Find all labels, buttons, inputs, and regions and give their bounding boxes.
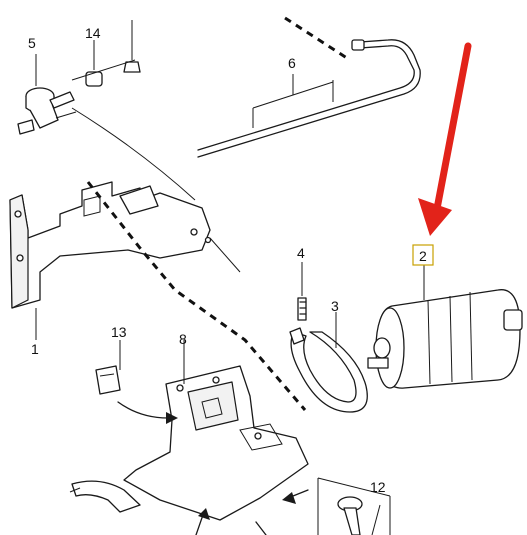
label-8: 8 — [179, 331, 187, 347]
label-6: 6 — [288, 55, 296, 71]
label-12: 12 — [370, 479, 386, 495]
hose-clip-parts — [71, 20, 141, 87]
clip-part-13 — [95, 340, 121, 395]
highlight-arrow — [418, 42, 472, 236]
label-3: 3 — [331, 298, 339, 314]
label-1: 1 — [31, 341, 39, 357]
bracket-part-1 — [9, 181, 307, 411]
label-2: 2 — [419, 248, 427, 264]
fuel-filter-part-2 — [367, 264, 523, 389]
label-2-box — [412, 244, 434, 266]
clamp-part-3 — [289, 262, 368, 413]
label-4: 4 — [297, 245, 305, 261]
valve-assembly — [17, 54, 196, 201]
fuel-line-assembly — [197, 16, 421, 158]
bracket-part-8 — [69, 340, 309, 535]
label-14: 14 — [85, 25, 101, 41]
retainer-part-12 — [317, 477, 391, 535]
label-5: 5 — [28, 35, 36, 51]
label-13: 13 — [111, 324, 127, 340]
